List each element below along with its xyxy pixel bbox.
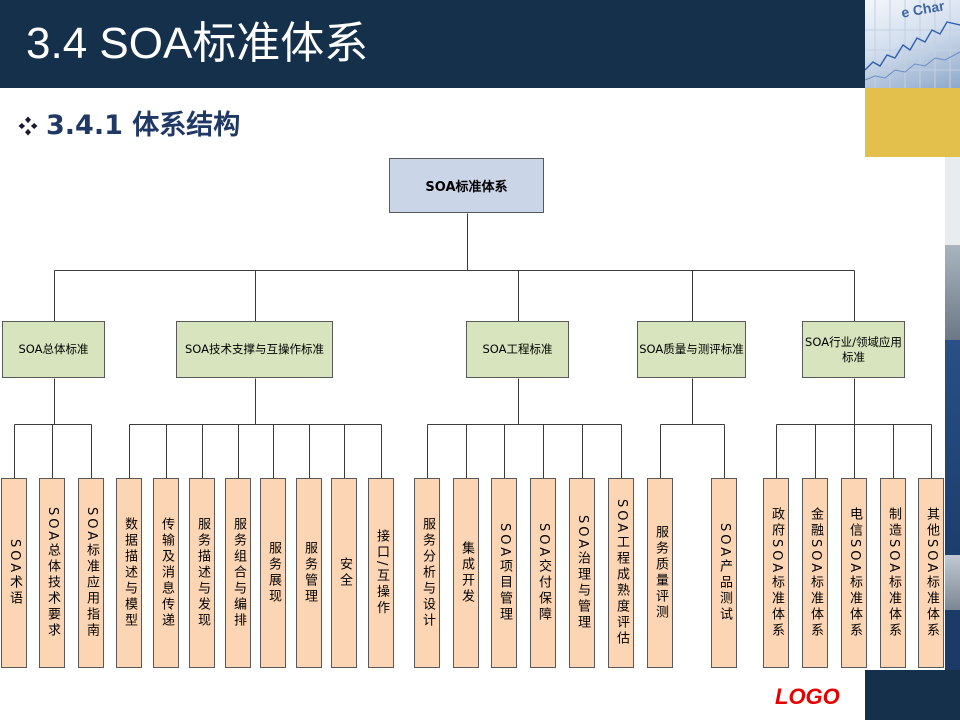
standard-node: 服务展现 bbox=[260, 478, 286, 668]
standard-node: SOA工程成熟度评估 bbox=[608, 478, 634, 668]
standard-node: 服务质量评测 bbox=[647, 478, 673, 668]
root-label: SOA标准体系 bbox=[425, 180, 508, 195]
decor-strip-segment bbox=[945, 610, 960, 670]
category-node: SOA工程标准 bbox=[466, 321, 569, 378]
standard-label: SOA标准应用指南 bbox=[84, 506, 99, 640]
standard-label: SOA交付保障 bbox=[536, 522, 551, 624]
gold-accent-block bbox=[865, 88, 960, 157]
category-label: SOA总体标准 bbox=[18, 342, 89, 356]
standard-label: 服务描述与发现 bbox=[195, 517, 210, 629]
standard-node: 制造SOA标准体系 bbox=[880, 478, 906, 668]
standard-node: 服务管理 bbox=[296, 478, 322, 668]
decor-strip-segment bbox=[945, 340, 960, 555]
decor-strip-photo bbox=[945, 555, 960, 610]
standard-label: SOA项目管理 bbox=[497, 522, 512, 624]
standard-node: 集成开发 bbox=[453, 478, 479, 668]
category-node: SOA行业/领域应用标准 bbox=[802, 321, 905, 378]
standard-label: SOA产品测试 bbox=[717, 522, 732, 624]
standard-label: 服务组合与编排 bbox=[231, 517, 246, 629]
standard-node: 其他SOA标准体系 bbox=[918, 478, 944, 668]
standard-label: 制造SOA标准体系 bbox=[886, 506, 901, 640]
logo: LOGO bbox=[775, 684, 840, 709]
standard-node: SOA项目管理 bbox=[491, 478, 517, 668]
standards-hierarchy-diagram: SOA标准体系 SOA总体标准 SOA术语 SOA总体技术要求 SOA标准应用指南 SOA… bbox=[1, 158, 944, 668]
category-label: SOA技术支撑与互操作标准 bbox=[184, 342, 324, 356]
connector-lines bbox=[14, 213, 932, 479]
standard-label: SOA总体技术要求 bbox=[45, 506, 60, 640]
standard-node: 传输及消息传递 bbox=[153, 478, 179, 668]
standard-label: 安全 bbox=[337, 557, 352, 589]
standard-label: SOA工程成熟度评估 bbox=[614, 498, 629, 648]
standard-label: 服务管理 bbox=[302, 541, 317, 605]
standard-node: 服务组合与编排 bbox=[225, 478, 251, 668]
category-label: SOA行业/领域应用标准 bbox=[805, 334, 902, 364]
standard-label: 其他SOA标准体系 bbox=[924, 506, 939, 640]
standard-label: 集成开发 bbox=[459, 541, 474, 605]
standard-label: SOA术语 bbox=[7, 538, 22, 608]
decor-strip-photo bbox=[945, 245, 960, 340]
standard-label: 政府SOA标准体系 bbox=[769, 506, 784, 640]
standard-label: 服务分析与设计 bbox=[420, 517, 435, 629]
standard-label: 数据描述与模型 bbox=[122, 517, 137, 629]
standard-label: 传输及消息传递 bbox=[159, 517, 174, 629]
footer-navy-block bbox=[865, 670, 960, 720]
decor-strip-segment bbox=[945, 157, 960, 245]
standard-node: 电信SOA标准体系 bbox=[841, 478, 867, 668]
root-node: SOA标准体系 bbox=[389, 158, 544, 213]
standard-node: SOA交付保障 bbox=[530, 478, 556, 668]
standard-node: SOA术语 bbox=[1, 478, 27, 668]
standard-label: 服务质量评测 bbox=[653, 525, 668, 621]
category-label: SOA工程标准 bbox=[482, 342, 553, 356]
category-node: SOA总体标准 bbox=[2, 321, 105, 378]
standard-node: 数据描述与模型 bbox=[116, 478, 142, 668]
stock-chart-photo: e Char bbox=[865, 0, 960, 88]
standard-node: 政府SOA标准体系 bbox=[763, 478, 789, 668]
standard-label: 接口/互操作 bbox=[374, 529, 389, 617]
standard-node: SOA总体技术要求 bbox=[39, 478, 65, 668]
title-bar bbox=[0, 0, 865, 88]
slide-title: 3.4 SOA标准体系 bbox=[26, 19, 369, 68]
category-node: SOA质量与测评标准 bbox=[637, 321, 746, 378]
category-label: SOA质量与测评标准 bbox=[639, 342, 744, 356]
diamond-bullet-icon bbox=[18, 116, 38, 136]
standard-label: 电信SOA标准体系 bbox=[847, 506, 862, 640]
standard-label: 金融SOA标准体系 bbox=[808, 506, 823, 640]
standard-node: 接口/互操作 bbox=[368, 478, 394, 668]
standard-label: SOA治理与管理 bbox=[575, 514, 590, 632]
standard-node: 安全 bbox=[331, 478, 357, 668]
standard-node: 金融SOA标准体系 bbox=[802, 478, 828, 668]
standard-node: SOA标准应用指南 bbox=[78, 478, 104, 668]
category-node: SOA技术支撑与互操作标准 bbox=[176, 321, 333, 378]
stock-chart-graphic bbox=[865, 0, 960, 88]
standard-node: SOA产品测试 bbox=[711, 478, 737, 668]
section-subtitle: 3.4.1 体系结构 bbox=[46, 110, 241, 141]
standard-label: 服务展现 bbox=[266, 541, 281, 605]
standard-node: 服务描述与发现 bbox=[189, 478, 215, 668]
standard-node: SOA治理与管理 bbox=[569, 478, 595, 668]
standard-node: 服务分析与设计 bbox=[414, 478, 440, 668]
